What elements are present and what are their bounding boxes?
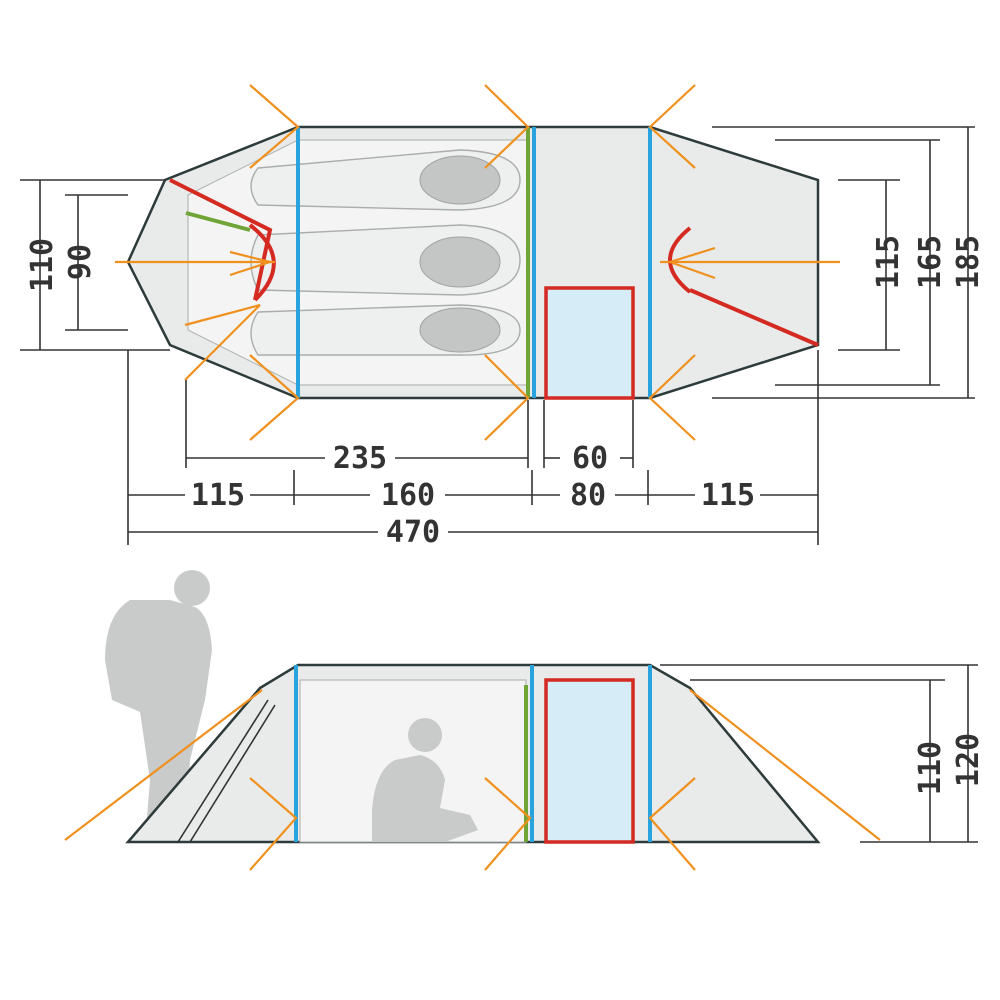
side-view: 110 120: [64, 570, 986, 871]
pole-red-right: [689, 288, 819, 347]
dim-left-inner: 90: [63, 244, 98, 280]
pole-red-left: [169, 178, 273, 301]
dim-right-middle: 165: [913, 235, 948, 289]
dim-right-vestibule: 115: [701, 478, 755, 513]
sleeping-bag-head: [419, 307, 501, 353]
dims-left: 110 90: [20, 179, 170, 351]
dim-right-outer: 185: [951, 235, 986, 289]
dim-right-inner: 115: [871, 235, 906, 289]
guy-lines-side: [64, 689, 881, 871]
dim-total-length: 470: [386, 515, 440, 550]
guy-lines-top: [115, 84, 840, 441]
dim-center: 80: [570, 478, 606, 513]
vestibule-edge: [177, 699, 269, 843]
seated-person-silhouette: [372, 718, 478, 842]
pole-red-right-arc: [668, 226, 692, 294]
dim-left-outer: 110: [25, 238, 60, 292]
sleeping-bags: [250, 149, 521, 356]
door-top-view: [544, 286, 635, 400]
sleeping-bag-head: [419, 155, 501, 205]
dim-side-outer-height: 120: [951, 733, 986, 787]
top-view: 110 90 115 165 185 235: [20, 84, 986, 550]
pole-green-left: [185, 211, 251, 232]
dim-side-inner-height: 110: [913, 741, 948, 795]
dim-inner-tent: 160: [381, 478, 435, 513]
dim-door-width: 60: [572, 441, 608, 476]
vestibule-edge: [189, 704, 276, 843]
door-side-view: [544, 678, 635, 844]
dim-sleeping-length: 235: [333, 441, 387, 476]
dims-right: 115 165 185: [712, 126, 986, 399]
dim-left-vestibule: 115: [191, 478, 245, 513]
sleeping-bag-head: [419, 236, 501, 288]
dims-side: 110 120: [660, 664, 986, 843]
dims-bottom: 235 60 115 160 80 115 470: [127, 350, 819, 550]
